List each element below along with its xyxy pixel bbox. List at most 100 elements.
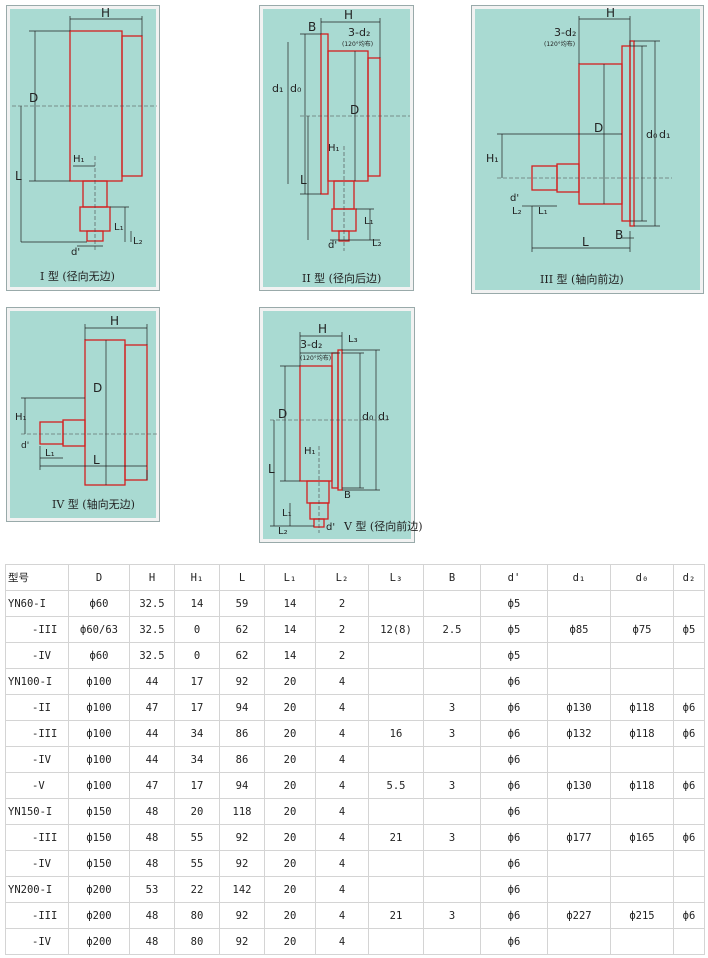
label-h: H xyxy=(606,6,615,20)
table-cell: 20 xyxy=(264,850,316,877)
cell-model: -III xyxy=(5,616,69,643)
col-l: L xyxy=(219,564,265,591)
table-cell xyxy=(547,850,611,877)
table-cell: 22 xyxy=(174,876,220,903)
cell-model: -IV xyxy=(5,746,69,773)
table-cell: 5.5 xyxy=(368,772,424,799)
label-l2: L₂ xyxy=(372,238,382,249)
label-angle: (120°均布) xyxy=(300,354,331,362)
label-d: D xyxy=(93,381,102,395)
table-cell: 20 xyxy=(264,772,316,799)
label-3d2: 3-d₂ xyxy=(348,26,370,39)
label-b: B xyxy=(344,490,351,501)
table-cell: 4 xyxy=(315,876,369,903)
label-angle: (120°均布) xyxy=(544,40,575,48)
table-cell: 55 xyxy=(174,824,220,851)
cell-model: YN200-I xyxy=(5,876,69,903)
table-cell: 62 xyxy=(219,642,265,669)
table-cell xyxy=(368,668,424,695)
label-dprime: d' xyxy=(21,441,29,451)
table-cell: 94 xyxy=(219,772,265,799)
label-dprime: d' xyxy=(71,247,80,258)
table-cell: 32.5 xyxy=(129,616,175,643)
col-d2: d₂ xyxy=(673,564,705,591)
cell-model: -III xyxy=(5,902,69,929)
table-cell: 4 xyxy=(315,746,369,773)
table-cell: ф6 xyxy=(673,694,705,721)
table-cell: ф6 xyxy=(673,902,705,929)
cell-model: -II xyxy=(5,694,69,721)
table-cell: 20 xyxy=(264,902,316,929)
table-cell: 80 xyxy=(174,902,220,929)
table-cell xyxy=(547,876,611,903)
table-cell: 20 xyxy=(264,720,316,747)
table-cell: 44 xyxy=(129,720,175,747)
table-cell: ф6 xyxy=(480,694,548,721)
table-cell xyxy=(547,746,611,773)
label-b: B xyxy=(615,228,623,242)
table-cell: ф150 xyxy=(68,850,130,877)
spec-table: 型号 D H H₁ L L₁ L₂ L₃ B d' d₁ d₀ d₂ YN60-… xyxy=(5,564,705,955)
table-header-row: 型号 D H H₁ L L₁ L₂ L₃ B d' d₁ d₀ d₂ xyxy=(5,564,705,591)
table-cell xyxy=(368,798,424,825)
table-cell: 4 xyxy=(315,928,369,955)
label-d0: d₀ xyxy=(290,82,302,95)
col-h1: H₁ xyxy=(174,564,220,591)
table-cell: 4 xyxy=(315,668,369,695)
table-cell: 20 xyxy=(264,746,316,773)
cell-model: YN60-I xyxy=(5,590,69,617)
cell-model: YN150-I xyxy=(5,798,69,825)
table-cell: 21 xyxy=(368,902,424,929)
table-cell: 4 xyxy=(315,694,369,721)
label-h: H xyxy=(110,314,119,328)
table-cell: 92 xyxy=(219,824,265,851)
table-cell: 14 xyxy=(264,642,316,669)
table-cell: 21 xyxy=(368,824,424,851)
table-cell: 92 xyxy=(219,928,265,955)
table-cell: 3 xyxy=(423,772,481,799)
table-cell: 92 xyxy=(219,850,265,877)
table-cell: ф118 xyxy=(610,694,674,721)
col-h: H xyxy=(129,564,175,591)
table-cell: ф60/63 xyxy=(68,616,130,643)
table-cell xyxy=(610,928,674,955)
table-cell xyxy=(673,590,705,617)
table-cell: 34 xyxy=(174,720,220,747)
table-cell xyxy=(610,850,674,877)
label-d1: d₁ xyxy=(378,410,389,423)
table-cell xyxy=(673,850,705,877)
table-cell xyxy=(673,668,705,695)
caption-type-2: II 型 (径向后边) xyxy=(302,272,382,285)
table-cell: 32.5 xyxy=(129,590,175,617)
table-cell: ф200 xyxy=(68,876,130,903)
label-h1: H₁ xyxy=(304,446,316,457)
table-cell xyxy=(423,590,481,617)
type-5-drawing: H 3-d₂ (120°均布) L₃ D d₀ d₁ H₁ L B L₁ L₂ … xyxy=(268,322,390,537)
table-cell: 86 xyxy=(219,746,265,773)
table-cell: 17 xyxy=(174,694,220,721)
col-d: D xyxy=(68,564,130,591)
diagram-panel-type-4: H D H₁ d' L₁ L IV 型 (轴向无边) xyxy=(6,307,160,522)
table-cell: 2 xyxy=(315,642,369,669)
label-l: L xyxy=(93,453,100,467)
table-cell xyxy=(368,850,424,877)
table-cell: ф6 xyxy=(480,798,548,825)
table-cell xyxy=(673,642,705,669)
table-cell: 142 xyxy=(219,876,265,903)
table-cell: ф6 xyxy=(673,720,705,747)
table-cell: ф130 xyxy=(547,772,611,799)
table-cell xyxy=(423,642,481,669)
caption-type-5: V 型 (径向前边) xyxy=(344,520,423,533)
label-l1: L₁ xyxy=(114,222,124,233)
label-3d2: 3-d₂ xyxy=(554,26,576,39)
table-cell xyxy=(610,798,674,825)
label-l2: L₂ xyxy=(278,526,288,537)
cell-model: -IV xyxy=(5,850,69,877)
table-cell: 14 xyxy=(174,590,220,617)
table-cell: 48 xyxy=(129,824,175,851)
